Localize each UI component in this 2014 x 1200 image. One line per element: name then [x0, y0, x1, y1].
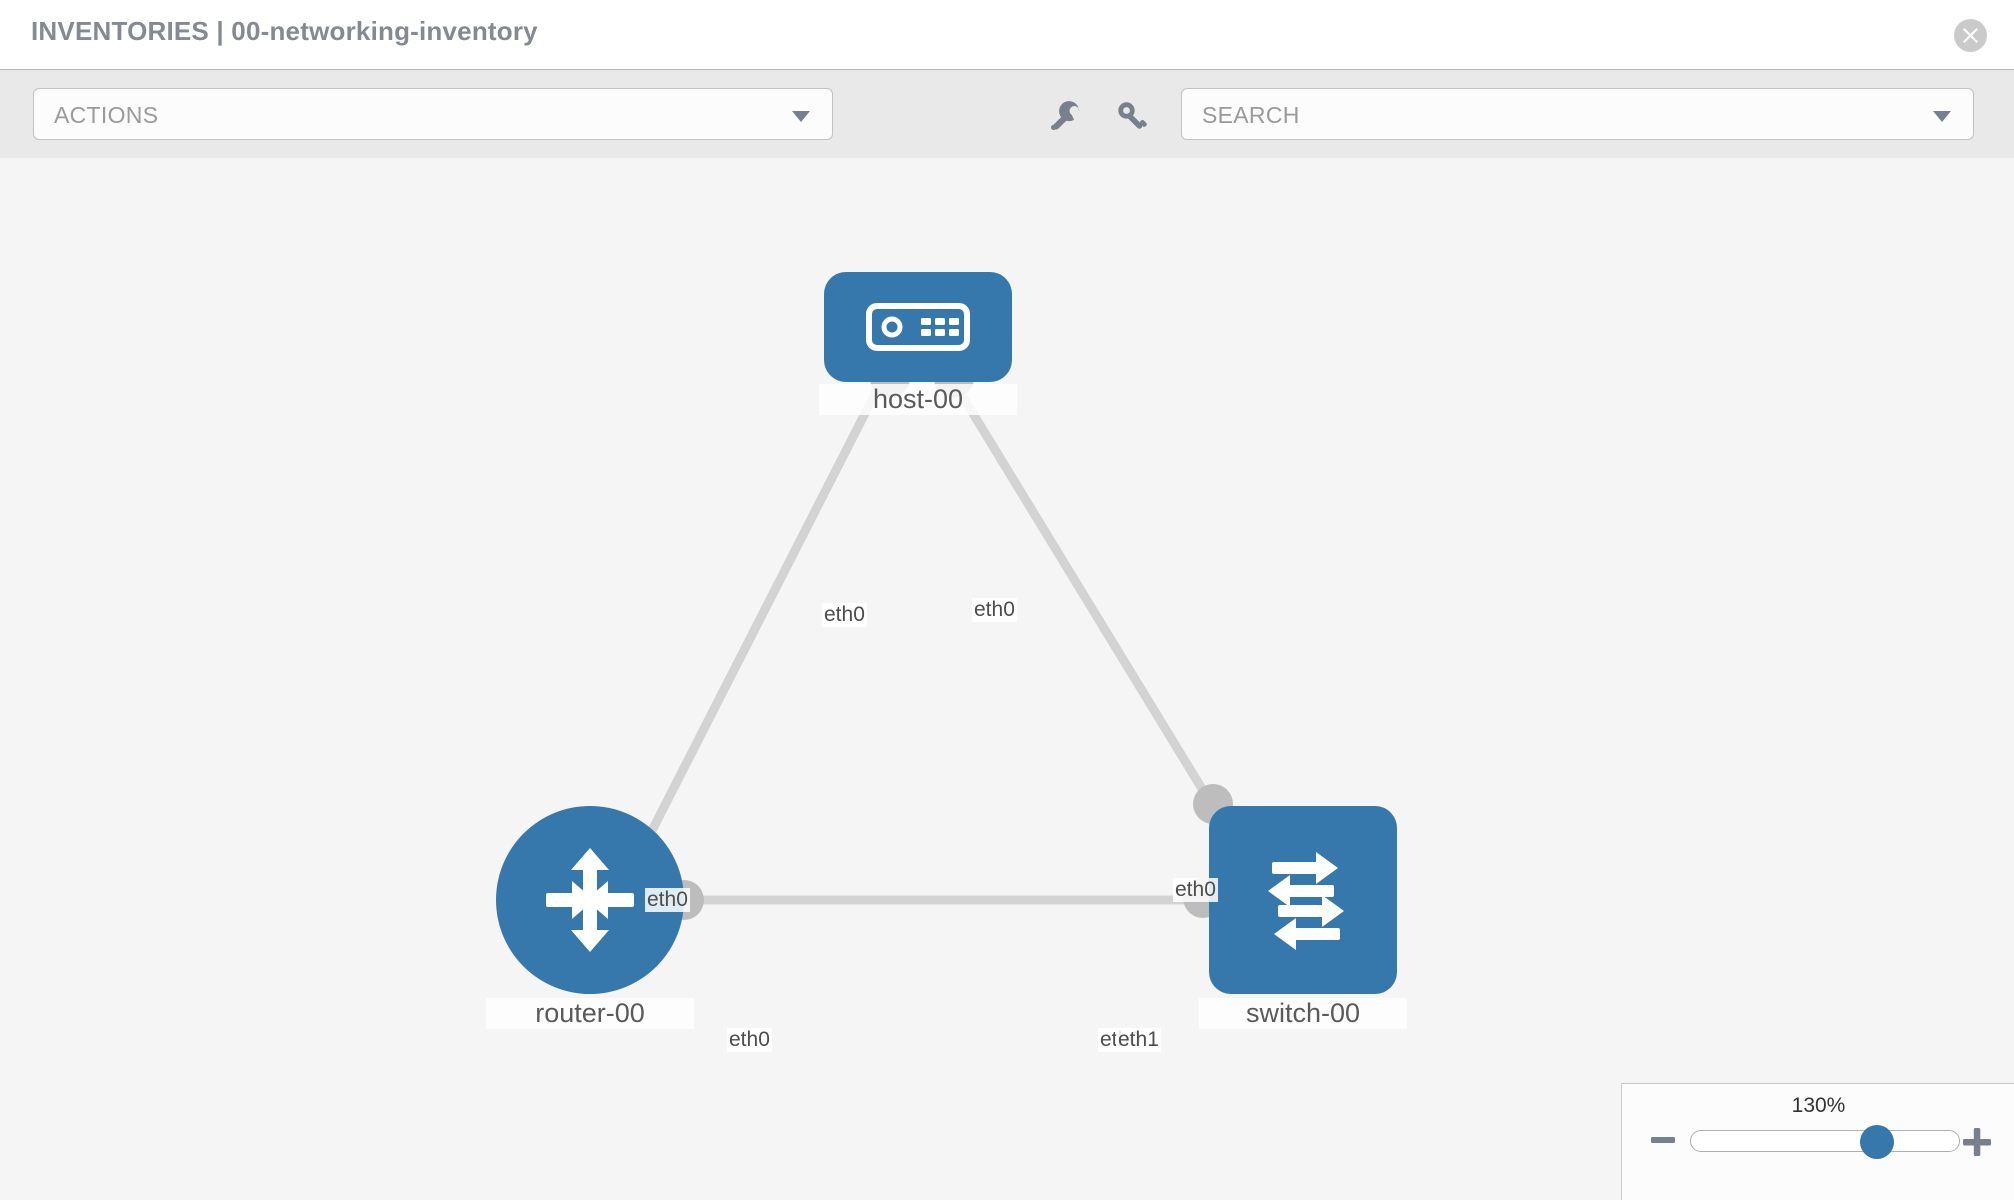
chevron-down-icon — [792, 111, 810, 122]
node-label-switch: switch-00 — [1199, 998, 1407, 1029]
page-title: INVENTORIES | 00-networking-inventory — [31, 16, 538, 46]
node-label-host: host-00 — [819, 384, 1017, 415]
edge-interface-label: eth0 — [1173, 878, 1218, 902]
edge-interface-label: eth0 — [727, 1028, 772, 1052]
node-label-router: router-00 — [486, 998, 694, 1029]
toolbar: ACTIONS SEARC — [0, 70, 2014, 158]
server-device-icon — [866, 303, 970, 351]
switch-node-shape[interactable] — [1209, 806, 1397, 994]
edge-interface-label: eth0 — [822, 603, 867, 627]
zoom-level-label: 130% — [1791, 1094, 1846, 1117]
zoom-slider-thumb[interactable] — [1859, 1125, 1894, 1159]
search-input[interactable]: SEARCH — [1181, 88, 1974, 140]
router-four-arrows-icon — [546, 848, 634, 952]
switch-arrows-icon — [1268, 852, 1344, 950]
edge-interface-label: eth1 — [1116, 1028, 1161, 1052]
topology-node-host-00[interactable]: host-00 — [819, 272, 1017, 415]
chevron-down-icon[interactable] — [1933, 111, 1951, 122]
edge-interface-label: eth0 — [645, 888, 690, 912]
key-icon[interactable] — [1115, 98, 1151, 134]
topology-canvas[interactable]: host-00 — [0, 158, 2014, 1200]
window-header: INVENTORIES | 00-networking-inventory — [0, 0, 2014, 70]
minus-icon[interactable] — [1650, 1127, 1676, 1153]
topology-node-switch-00[interactable]: switch-00 — [1183, 784, 1407, 1029]
wrench-icon[interactable] — [1047, 98, 1083, 134]
edge-interface-label: eth0 — [972, 598, 1017, 622]
zoom-slider[interactable] — [1690, 1125, 1960, 1159]
plus-icon[interactable] — [1962, 1127, 1992, 1157]
actions-dropdown[interactable]: ACTIONS — [33, 88, 833, 140]
actions-dropdown-label: ACTIONS — [54, 102, 159, 128]
host-node-shape[interactable] — [824, 272, 1012, 382]
close-icon[interactable] — [1954, 19, 1987, 52]
topology-edges — [633, 381, 1236, 905]
zoom-control-panel: 130% — [1621, 1083, 2014, 1200]
search-placeholder-label: SEARCH — [1202, 102, 1300, 128]
